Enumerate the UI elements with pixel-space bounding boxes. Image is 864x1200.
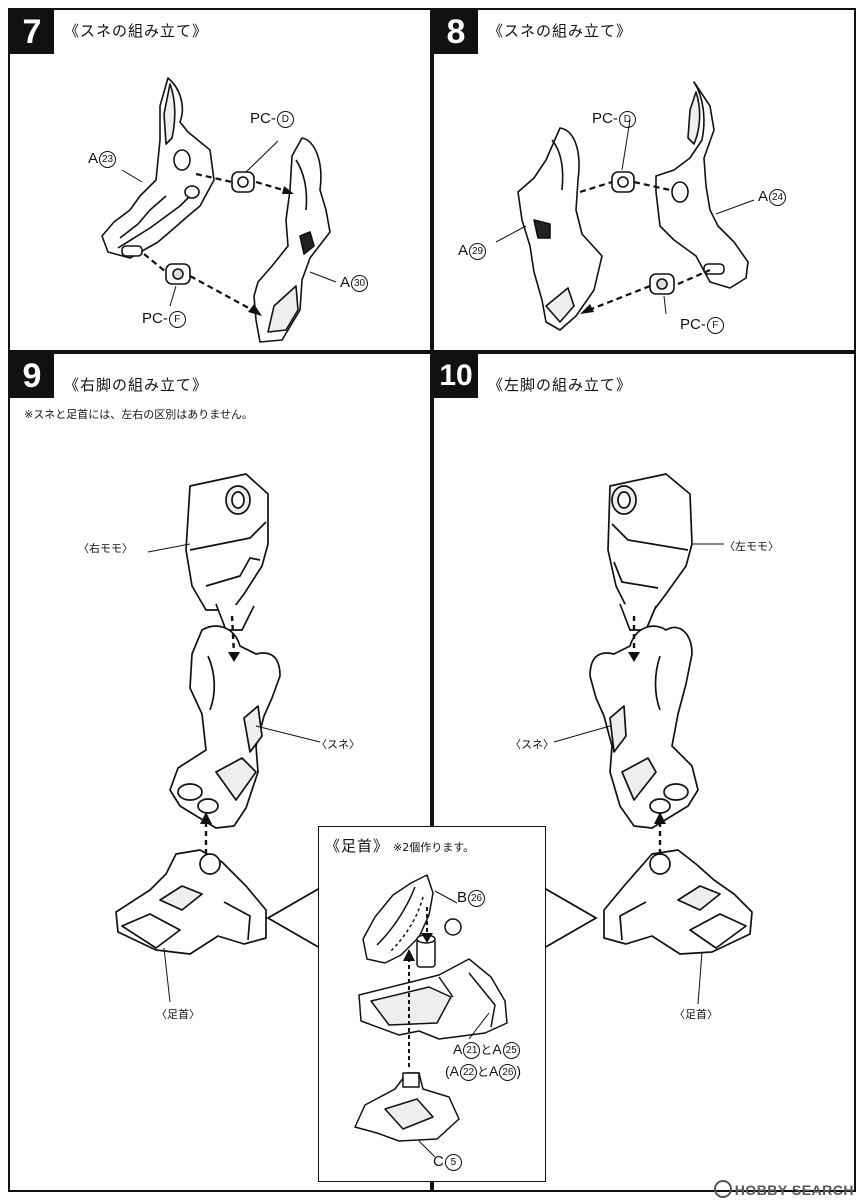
part-number: D <box>276 110 294 128</box>
step-9-panel: 9 《右脚の組み立て》 ※スネと足首には、左右の区別はありません。 <box>8 352 432 1192</box>
part-number: 26 <box>468 889 486 907</box>
callout-title: 《足首》 <box>325 837 390 855</box>
part-number: 30 <box>351 274 369 292</box>
part-label-pc-f: PC-F <box>142 310 186 328</box>
shin-parts-illustration <box>101 77 337 343</box>
part-prefix: PC- <box>142 310 168 327</box>
conjunction: と <box>480 1043 493 1057</box>
part-number: 5 <box>444 1153 462 1171</box>
watermark: HOBBY SEARCH <box>713 1180 854 1198</box>
label-shin: 〈スネ〉 <box>316 738 360 751</box>
part-prefix: A <box>492 1041 502 1057</box>
label-ankle: 〈足首〉 <box>674 1008 718 1021</box>
step-7-panel: 7 《スネの組み立て》 <box>8 8 432 352</box>
step-title: 《右脚の組み立て》 <box>64 376 209 394</box>
label-shin: 〈スネ〉 <box>510 738 554 751</box>
step-number: 10 <box>434 354 478 398</box>
step-title: 《スネの組み立て》 <box>488 22 633 40</box>
part-number: D <box>618 110 636 128</box>
part-label-pc-f: PC-F <box>680 316 724 334</box>
part-number: 29 <box>469 242 487 260</box>
part-prefix: A <box>340 274 351 291</box>
part-prefix: B <box>457 889 468 906</box>
step-note: ※スネと足首には、左右の区別はありません。 <box>24 408 253 421</box>
step-title: 《スネの組み立て》 <box>64 22 209 40</box>
right-leg-illustration <box>115 473 321 1003</box>
part-number: 26 <box>499 1063 517 1081</box>
magnifier-icon <box>713 1180 732 1198</box>
part-number: 21 <box>463 1041 481 1059</box>
step-title: 《左脚の組み立て》 <box>488 376 633 394</box>
part-label-pc-d: PC-D <box>592 110 636 128</box>
paren-open: ( <box>445 1063 450 1079</box>
part-prefix: A <box>458 242 469 259</box>
conjunction: と <box>477 1065 490 1079</box>
part-prefix: A <box>449 1063 460 1079</box>
label-left-thigh: 〈左モモ〉 <box>724 540 779 553</box>
part-prefix: A <box>88 150 99 167</box>
part-prefix: PC- <box>592 110 618 127</box>
ankle-assembly-illustration <box>354 874 508 1158</box>
label-right-thigh: 〈右モモ〉 <box>78 542 133 555</box>
part-label-pc-d: PC-D <box>250 110 294 128</box>
step-8-panel: 8 《スネの組み立て》 <box>432 8 856 352</box>
part-number: 25 <box>502 1041 520 1059</box>
part-prefix: PC- <box>680 316 706 333</box>
part-prefix: A <box>758 188 769 205</box>
part-number: 24 <box>769 188 787 206</box>
part-number: F <box>168 310 186 328</box>
part-number: 23 <box>99 150 117 168</box>
left-leg-illustration <box>553 473 753 1005</box>
part-prefix: A <box>489 1063 499 1079</box>
step-number: 9 <box>10 354 54 398</box>
paren-close: ) <box>516 1063 522 1079</box>
step-number: 8 <box>434 10 478 54</box>
part-prefix: A <box>453 1041 463 1057</box>
callout-note: ※2個作ります。 <box>393 841 475 854</box>
ankle-callout-panel: 《足首》 ※2個作ります。 <box>318 826 546 1182</box>
label-ankle: 〈足首〉 <box>156 1008 200 1021</box>
step-number: 7 <box>10 10 54 54</box>
part-number: F <box>706 316 724 334</box>
shin-parts-illustration <box>495 81 755 331</box>
part-prefix: PC- <box>250 110 276 127</box>
part-number: 22 <box>460 1063 478 1081</box>
part-prefix: C <box>433 1153 444 1170</box>
watermark-text: HOBBY SEARCH <box>734 1182 854 1198</box>
